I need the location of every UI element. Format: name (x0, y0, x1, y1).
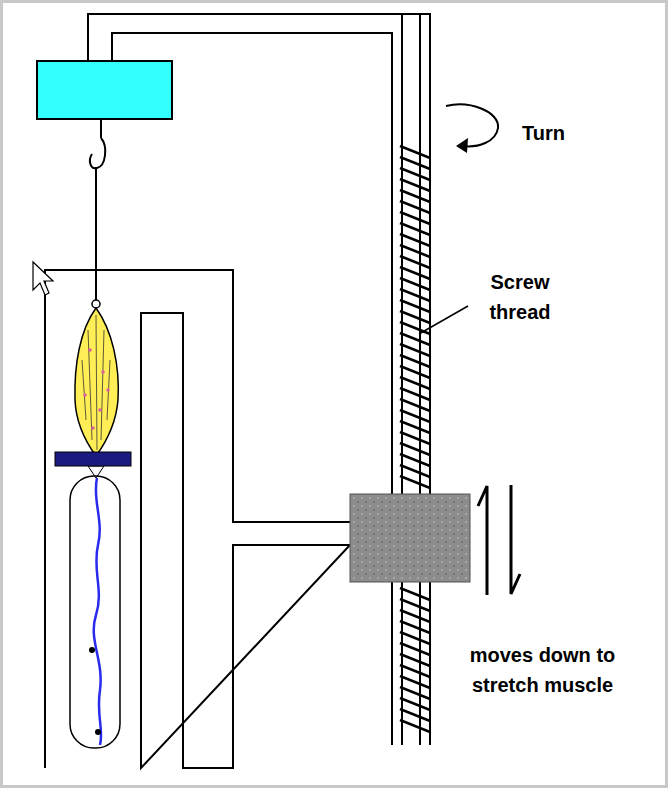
down-arrow (511, 485, 520, 594)
frame-inner-line (112, 33, 392, 745)
thread-stroke (400, 421, 430, 433)
support-frame (88, 14, 430, 745)
thread-stroke (400, 234, 430, 246)
thread-stroke (400, 190, 430, 202)
thread-stroke (400, 698, 430, 710)
thread-stroke (400, 643, 430, 655)
part-label: Screw thread (466, 267, 574, 327)
thread-stroke (400, 278, 430, 290)
mouse-cursor (33, 262, 53, 295)
thread-line (95, 167, 97, 300)
electrode-point (89, 647, 95, 653)
thread-stroke (400, 388, 430, 400)
bath-holder (45, 270, 350, 768)
up-arrow (478, 486, 487, 595)
thread-stroke (400, 322, 430, 334)
hook (90, 119, 105, 168)
muscle-dots (83, 348, 110, 430)
thread-stroke (400, 245, 430, 257)
turn-arrowhead (456, 138, 468, 153)
thread-stroke (400, 632, 430, 644)
turn-label: Turn (522, 118, 602, 148)
muscle-fibres (82, 315, 110, 450)
thread-stroke (400, 157, 430, 169)
thread-stroke (400, 610, 430, 622)
thread-stroke (400, 267, 430, 279)
thread-stroke (400, 432, 430, 444)
thread-stroke (400, 366, 430, 378)
thread-stroke (400, 443, 430, 455)
thread-stroke (400, 599, 430, 611)
thread-stroke (400, 212, 430, 224)
thread-stroke (400, 179, 430, 191)
thread-stroke (400, 377, 430, 389)
thread-stroke (400, 621, 430, 633)
electrode-point (95, 729, 101, 735)
thread-stroke (400, 223, 430, 235)
electrode-wire (94, 478, 101, 745)
clamp-bar (55, 452, 131, 466)
thread-stroke (400, 333, 430, 345)
thread-stroke (400, 588, 430, 600)
screw-rod-line (401, 14, 403, 745)
thread-stroke (400, 168, 430, 180)
thread-stroke (400, 454, 430, 466)
thread-stroke (400, 201, 430, 213)
screw-thread-hatching (400, 146, 430, 732)
thread-stroke (400, 344, 430, 356)
thread-stroke (400, 665, 430, 677)
electrode-tube (70, 476, 120, 748)
thread-stroke (400, 709, 430, 721)
thread-stroke (400, 465, 430, 477)
screw-rod-line (419, 14, 421, 745)
thread-stroke (400, 311, 430, 323)
thread-stroke (400, 476, 430, 488)
muscle (75, 308, 118, 456)
force-transducer (37, 61, 172, 119)
thread-stroke (400, 720, 430, 732)
thread-stroke (400, 676, 430, 688)
thread-stroke (400, 289, 430, 301)
thread-stroke (400, 256, 430, 268)
thread-stroke (400, 654, 430, 666)
thread-stroke (400, 399, 430, 411)
thread-stroke (400, 687, 430, 699)
turn-arrow (446, 104, 498, 146)
note-label: moves down to stretch muscle (460, 640, 625, 700)
moving-block (350, 494, 470, 582)
thread-stroke (400, 355, 430, 367)
thread-stroke (400, 146, 430, 158)
frame-outer-line (88, 14, 430, 745)
thread-stroke (400, 410, 430, 422)
leader-line (419, 306, 468, 334)
thread-stroke (400, 300, 430, 312)
